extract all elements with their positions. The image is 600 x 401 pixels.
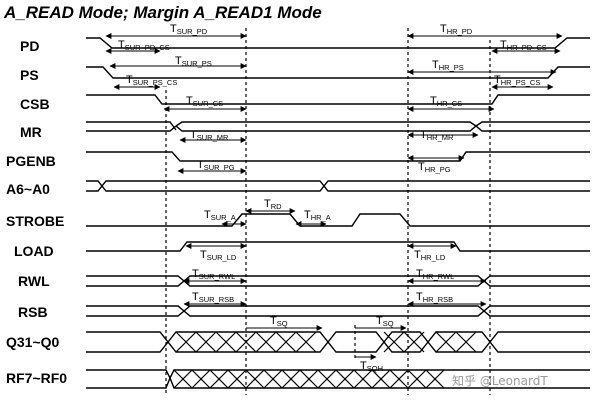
waveform-pd	[86, 37, 590, 49]
label-tsq-2: TSQ	[376, 315, 394, 328]
label-thr-rwl: THR_RWL	[416, 268, 454, 281]
label-tsur-ps: TSUR_PS	[175, 55, 212, 68]
label-tsur-ps-cs: TSUR_PS_CS	[126, 74, 177, 87]
timing-labels: TSUR_PD TSUR_PD_CS TSUR_PS TSUR_PS_CS TS…	[118, 23, 547, 373]
waveform-rf	[86, 369, 590, 389]
waveform-addr	[86, 180, 590, 192]
signal-label-csb: CSB	[20, 96, 50, 112]
label-thr-pd: THR_PD	[440, 23, 473, 36]
label-trd: TRD	[264, 198, 282, 211]
signal-label-mr: MR	[20, 124, 42, 140]
label-thr-pd-cs: THR_PD_CS	[500, 39, 547, 52]
label-thr-ld: THR_LD	[414, 249, 446, 262]
waveforms	[86, 37, 590, 389]
signal-label-ps: PS	[20, 67, 39, 83]
label-thr-rsb: THR_RSB	[416, 291, 453, 304]
waveform-ps	[86, 66, 590, 79]
signal-labels: PD PS CSB MR PGENB A6~A0 STROBE LOAD RWL…	[6, 38, 67, 386]
label-tsur-pd: TSUR_PD	[170, 23, 208, 36]
signal-label-load: LOAD	[14, 243, 54, 259]
signal-label-strobe: STROBE	[6, 213, 64, 229]
hatch-rf	[173, 369, 445, 389]
label-tsur-ld: TSUR_LD	[200, 249, 237, 262]
waveform-load	[86, 241, 590, 252]
label-tsur-a: TSUR_A	[204, 209, 236, 222]
signal-label-pd: PD	[20, 38, 39, 54]
label-thr-pg: THR_PG	[418, 161, 451, 174]
label-thr-ps-cs: THR_PS_CS	[494, 74, 540, 87]
label-tsur-rwl: TSUR_RWL	[192, 268, 235, 281]
signal-label-rf: RF7~RF0	[6, 370, 67, 386]
label-thr-cs: THR_CS	[430, 95, 462, 108]
timing-arrows	[105, 33, 563, 360]
waveform-q	[86, 331, 590, 353]
label-tsur-pg: TSUR_PG	[197, 159, 235, 172]
label-tsur-mr: TSUR_MR	[190, 129, 229, 142]
label-thr-ps: THR_PS	[432, 59, 464, 72]
diagram-title: A_READ Mode; Margin A_READ1 Mode	[3, 3, 322, 22]
waveform-pgenb	[86, 151, 590, 162]
signal-label-addr: A6~A0	[6, 181, 50, 197]
reference-lines	[165, 28, 491, 395]
label-thr-mr: THR_MR	[420, 129, 454, 142]
label-tsq-1: TSQ	[270, 315, 288, 328]
label-tsur-pd-cs: TSUR_PD_CS	[118, 39, 170, 52]
signal-label-rwl: RWL	[18, 273, 50, 289]
signal-label-q: Q31~Q0	[6, 334, 60, 350]
waveform-rsb	[86, 305, 590, 317]
waveform-rwl	[86, 275, 590, 287]
waveform-csb	[86, 94, 590, 105]
waveform-mr	[86, 121, 590, 132]
hatch-q	[175, 331, 477, 353]
signal-label-rsb: RSB	[18, 304, 48, 320]
label-tsqh: TSQH	[360, 360, 383, 373]
label-thr-a: THR_A	[304, 209, 331, 222]
signal-label-pgenb: PGENB	[6, 153, 56, 169]
label-tsur-rsb: TSUR_RSB	[192, 291, 234, 304]
label-tsur-cs: TSUR_CS	[186, 95, 223, 108]
waveform-strobe	[86, 213, 590, 227]
watermark: 知乎 @LeonardT	[452, 374, 548, 388]
